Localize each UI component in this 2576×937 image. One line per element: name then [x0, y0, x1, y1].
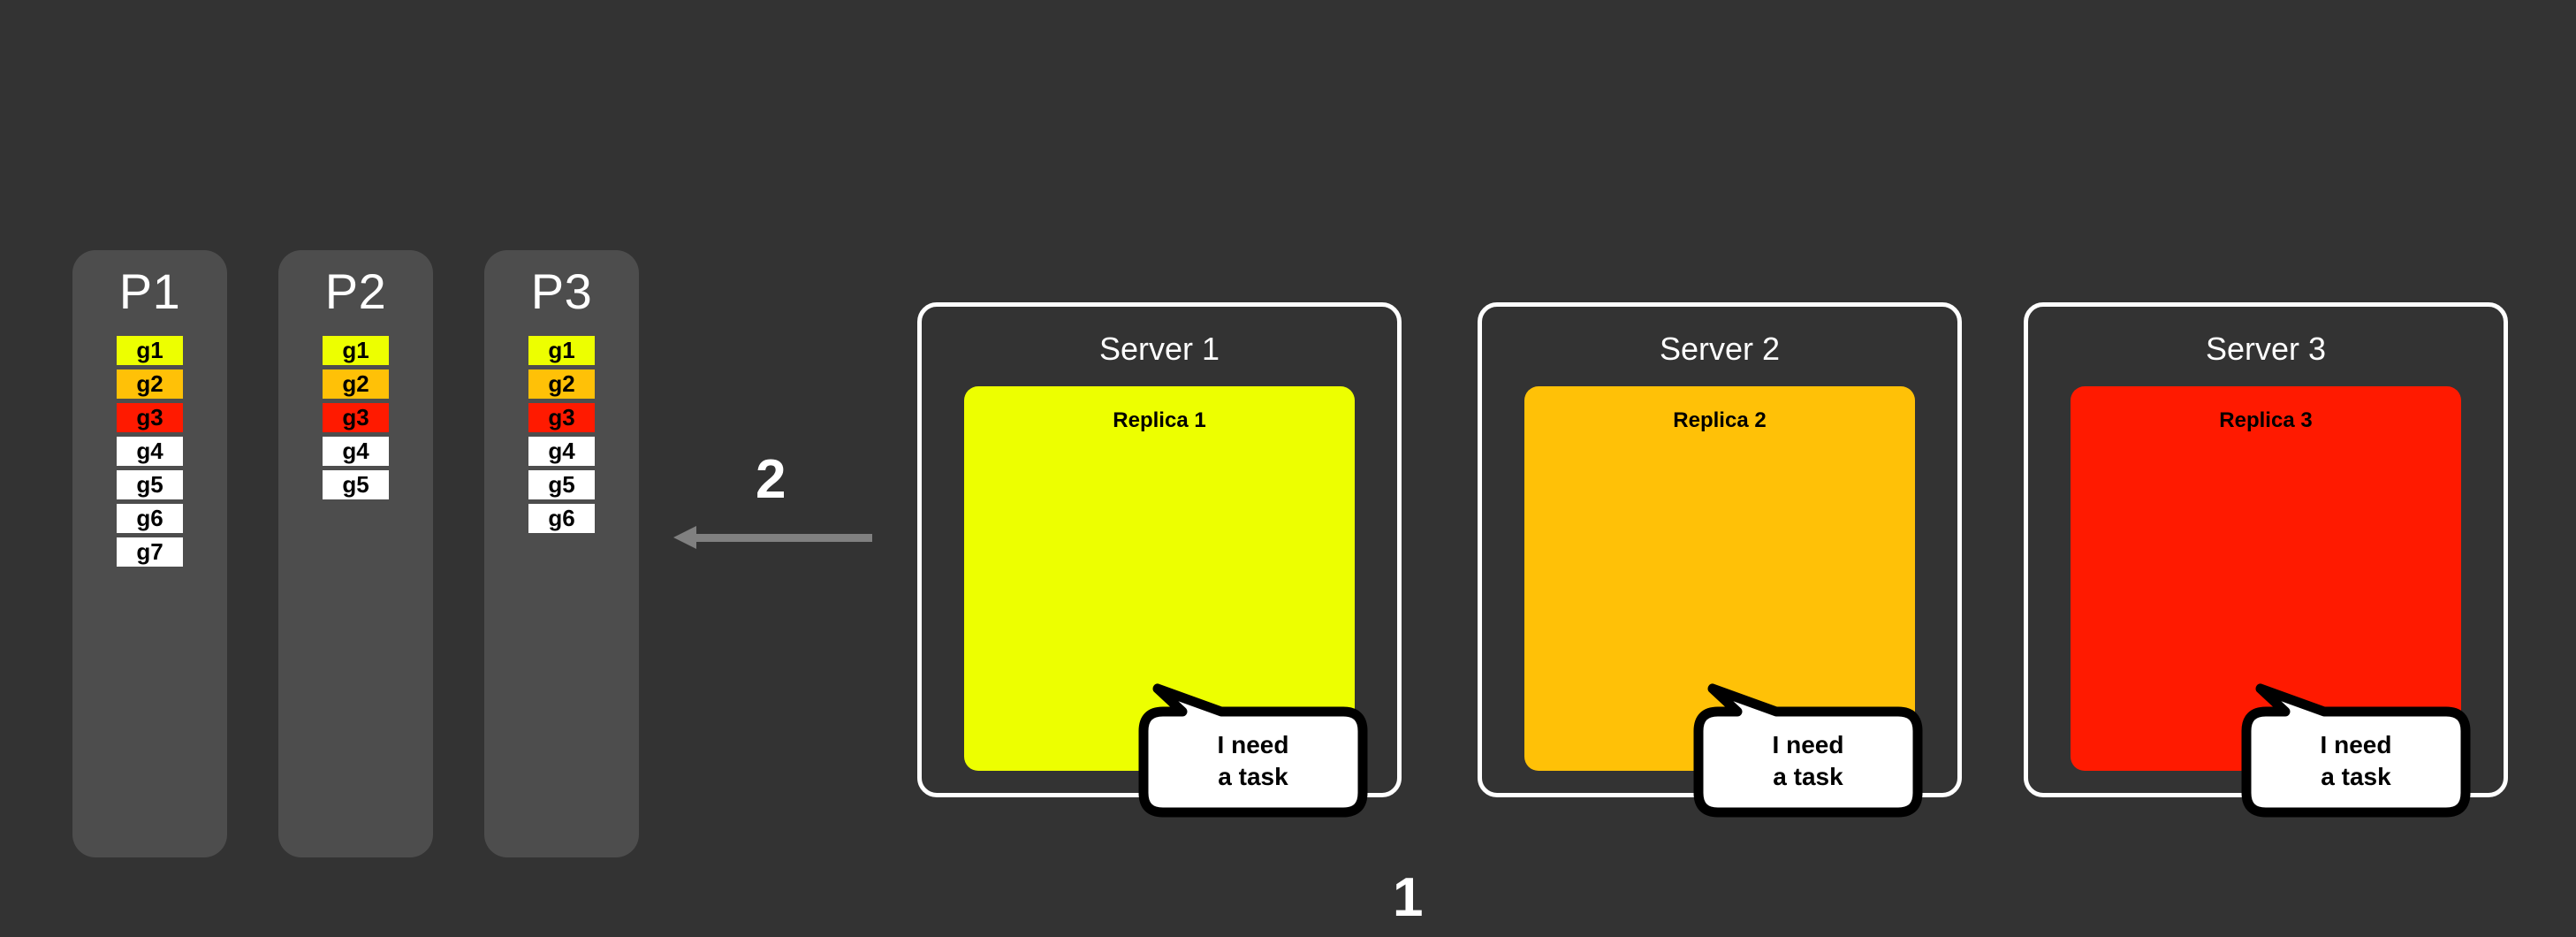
task-block[interactable]: g5 — [528, 469, 595, 499]
speech-bubble-server-3[interactable]: I need a task — [2239, 683, 2473, 818]
task-block[interactable]: g3 — [117, 402, 183, 432]
task-block[interactable]: g3 — [528, 402, 595, 432]
server-title: Server 3 — [2205, 331, 2327, 367]
partition-title: P1 — [118, 263, 181, 319]
task-block[interactable]: g3 — [323, 402, 389, 432]
arrow-head-icon — [673, 526, 696, 549]
task-list: g1 g2 g3 g4 g5 — [278, 335, 433, 499]
step-2-label: 2 — [756, 449, 786, 510]
replica-label: Replica 2 — [1673, 408, 1767, 432]
step-1-label: 1 — [1393, 867, 1424, 928]
task-block[interactable]: g6 — [117, 503, 183, 533]
speech-bubble-server-1[interactable]: I need a task — [1136, 683, 1370, 818]
speech-bubble-shape — [1693, 683, 1923, 818]
arrow-shaft — [695, 534, 872, 542]
speech-bubble-server-2[interactable]: I need a task — [1691, 683, 1925, 818]
task-block[interactable]: g7 — [117, 537, 183, 567]
partition-column-p1: P1 g1 g2 g3 g4 g5 g6 g7 — [72, 250, 227, 857]
task-block[interactable]: g2 — [323, 369, 389, 399]
task-block[interactable]: g5 — [117, 469, 183, 499]
task-list: g1 g2 g3 g4 g5 g6 — [484, 335, 639, 533]
task-block[interactable]: g2 — [117, 369, 183, 399]
speech-bubble-shape — [2241, 683, 2471, 818]
task-block[interactable]: g4 — [528, 436, 595, 466]
task-block[interactable]: g1 — [528, 335, 595, 365]
partition-title: P2 — [324, 263, 387, 319]
partition-title: P3 — [530, 263, 593, 319]
task-list: g1 g2 g3 g4 g5 g6 g7 — [72, 335, 227, 567]
server-title: Server 1 — [1098, 331, 1220, 367]
task-block[interactable]: g4 — [117, 436, 183, 466]
task-block[interactable]: g2 — [528, 369, 595, 399]
assignment-arrow-left — [673, 526, 872, 550]
speech-bubble-shape — [1138, 683, 1368, 818]
replica-label: Replica 1 — [1113, 408, 1206, 432]
task-block[interactable]: g4 — [323, 436, 389, 466]
server-title: Server 2 — [1659, 331, 1781, 367]
partition-column-p2: P2 g1 g2 g3 g4 g5 — [278, 250, 433, 857]
task-block[interactable]: g6 — [528, 503, 595, 533]
task-block[interactable]: g5 — [323, 469, 389, 499]
partition-column-p3: P3 g1 g2 g3 g4 g5 g6 — [484, 250, 639, 857]
replica-label: Replica 3 — [2219, 408, 2313, 432]
task-block[interactable]: g1 — [117, 335, 183, 365]
task-block[interactable]: g1 — [323, 335, 389, 365]
